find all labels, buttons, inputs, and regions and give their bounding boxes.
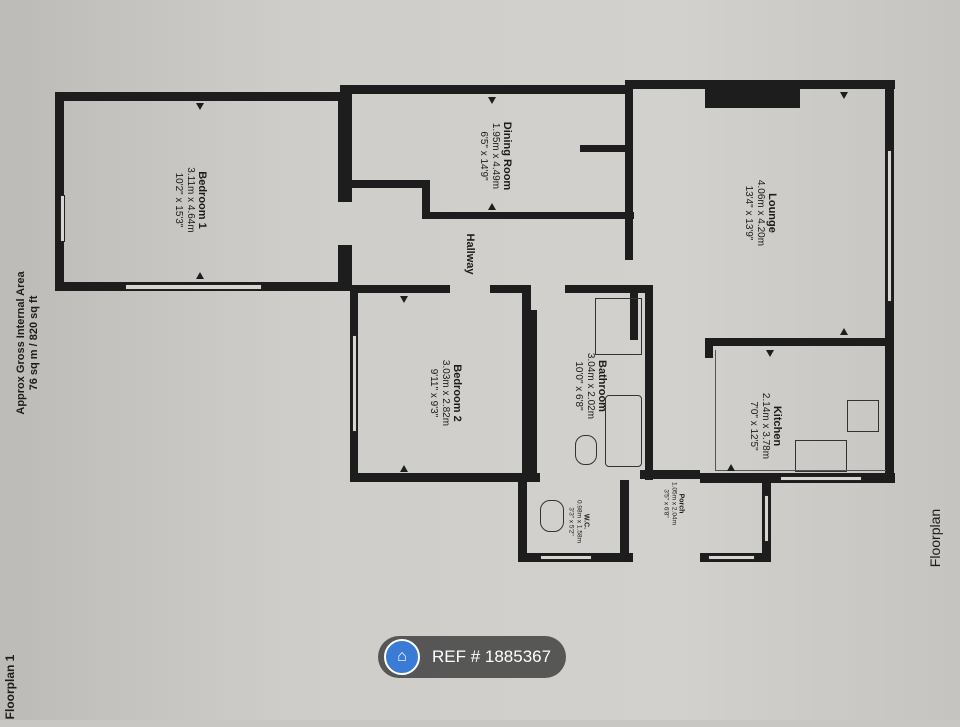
sheet-label: Floorplan 1 bbox=[3, 654, 17, 720]
area-value: 76 sq m / 820 sq ft bbox=[28, 295, 40, 391]
room-dining-room: Dining Room 1.95m x 4.49m 6'5" x 14'9" bbox=[478, 121, 513, 191]
room-bedroom-2: Bedroom 2 3.03m x 2.82m 9'11" x 9'3" bbox=[428, 359, 463, 427]
room-bedroom-1: Bedroom 1 3.11m x 4.64m 10'2" x 15'3" bbox=[173, 167, 208, 233]
room-lounge: Lounge 4.06m x 4.20m 13'4" x 13'9" bbox=[743, 179, 778, 247]
room-kitchen: Kitchen 2.14m x 3.78m 7'0" x 12'5" bbox=[748, 392, 783, 460]
reference-text: REF # 1885367 bbox=[432, 647, 552, 666]
home-icon: ⌂ bbox=[384, 639, 420, 675]
area-summary: Approx Gross Internal Area 76 sq m / 820… bbox=[15, 253, 41, 433]
room-hallway: Hallway bbox=[464, 233, 476, 275]
room-wc: W.C. 0.98m x 1.58m 3'3" x 5'2" bbox=[567, 500, 590, 543]
footer-label: Floorplan bbox=[927, 508, 943, 568]
room-porch: Porch 1.05m x 2.04m 3'5" x 6'8" bbox=[662, 482, 685, 525]
area-title: Approx Gross Internal Area bbox=[15, 271, 27, 415]
room-bathroom: Bathroom 3.04m x 2.02m 10'0" x 6'8" bbox=[573, 352, 608, 420]
reference-badge: ⌂ REF # 1885367 bbox=[378, 636, 566, 678]
